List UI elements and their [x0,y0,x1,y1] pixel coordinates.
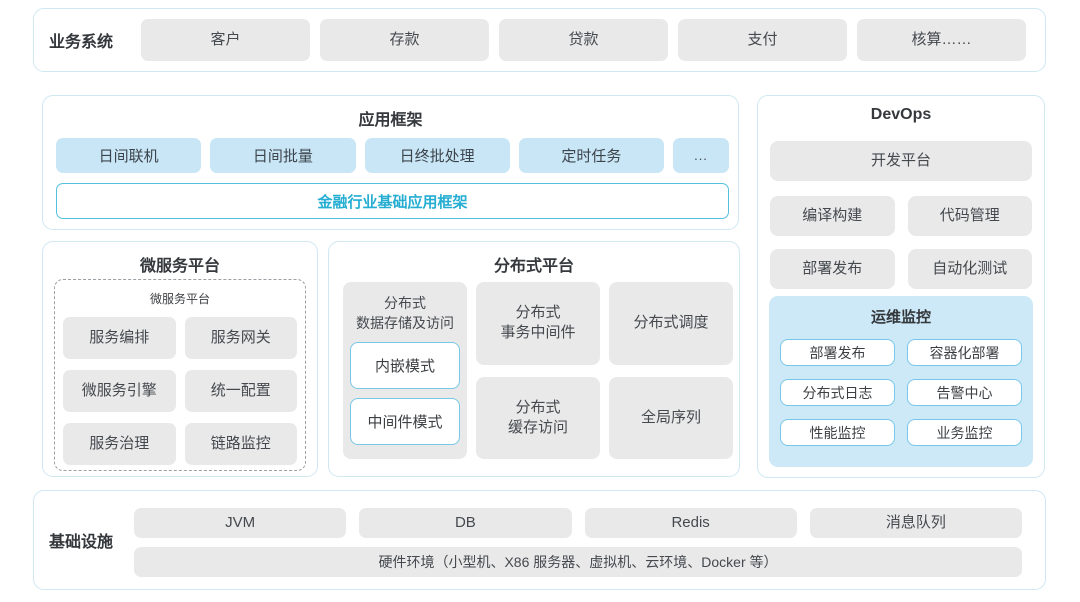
block-service-orchestration: 服务编排 [63,317,176,359]
ops-monitoring-grid: 部署发布 容器化部署 分布式日志 告警中心 性能监控 业务监控 [780,339,1022,446]
app-framework-row: 日间联机 日间批量 日终批处理 定时任务 ... [56,138,729,173]
block-service-gateway: 服务网关 [184,317,297,359]
block-deploy-release: 部署发布 [770,249,895,289]
infrastructure-row: JVM DB Redis 消息队列 [134,508,1022,538]
infrastructure-panel: 基础设施 JVM DB Redis 消息队列 硬件环境（小型机、X86 服务器、… [33,490,1046,590]
hardware-environment-bar: 硬件环境（小型机、X86 服务器、虚拟机、云环境、Docker 等） [134,547,1022,577]
block-eod-batch: 日终批处理 [364,138,510,173]
app-framework-panel: 应用框架 日间联机 日间批量 日终批处理 定时任务 ... 金融行业基础应用框架 [42,95,739,230]
microservice-platform-title: 微服务平台 [139,258,220,275]
block-code-management: 代码管理 [907,196,1032,236]
business-systems-label: 业务系统 [49,34,114,51]
block-distributed-logs: 分布式日志 [780,379,895,406]
block-redis: Redis [584,508,797,538]
business-block-customer: 客户 [141,19,310,61]
distributed-platform-title: 分布式平台 [493,258,574,275]
devops-panel: DevOps 开发平台 编译构建 代码管理 部署发布 自动化测试 运维监控 部署… [757,95,1045,478]
infrastructure-label: 基础设施 [49,534,114,551]
block-containerized-deploy: 容器化部署 [907,339,1022,366]
block-distributed-scheduler: 分布式调度 [609,282,733,365]
block-db: DB [359,508,572,538]
block-microservice-engine: 微服务引擎 [63,370,176,412]
business-block-payment: 支付 [678,19,847,61]
distributed-transaction-label: 分布式 事务中间件 [500,304,576,342]
app-framework-title: 应用框架 [358,112,423,129]
devops-tools-grid: 编译构建 代码管理 部署发布 自动化测试 [770,196,1032,289]
block-jvm: JVM [134,508,347,538]
business-block-loan: 贷款 [499,19,668,61]
microservice-inner-title: 微服务平台 [149,292,210,306]
block-service-governance: 服务治理 [63,423,176,465]
business-systems-panel: 业务系统 客户 存款 贷款 支付 核算…… [33,8,1046,72]
block-scheduled-tasks: 定时任务 [518,138,664,173]
block-daytime-online: 日间联机 [56,138,202,173]
ops-monitoring-panel: 运维监控 部署发布 容器化部署 分布式日志 告警中心 性能监控 业务监控 [769,296,1033,467]
block-dev-platform: 开发平台 [770,141,1032,181]
block-compile-build: 编译构建 [770,196,895,236]
block-embedded-mode: 内嵌模式 [350,342,460,390]
block-distributed-transaction: 分布式 事务中间件 [476,282,600,365]
distributed-grid: 分布式 数据存储及访问 内嵌模式 中间件模式 分布式 事务中间件 分布式调度 分… [343,282,733,459]
block-distributed-cache: 分布式 缓存访问 [476,376,600,459]
block-business-monitoring: 业务监控 [907,419,1022,446]
microservice-grid: 服务编排 服务网关 微服务引擎 统一配置 服务治理 链路监控 [63,317,297,465]
business-block-deposit: 存款 [320,19,489,61]
block-daytime-batch: 日间批量 [210,138,356,173]
distributed-storage-label-line1: 分布式 [384,295,426,311]
distributed-cache-label: 分布式 缓存访问 [507,398,568,436]
devops-title: DevOps [870,106,932,123]
microservice-inner-box: 微服务平台 服务编排 服务网关 微服务引擎 统一配置 服务治理 链路监控 [54,279,306,471]
block-unified-config: 统一配置 [184,370,297,412]
distributed-storage-label-line2: 数据存储及访问 [356,314,454,331]
distributed-storage-label: 分布式 数据存储及访问 [350,294,460,333]
block-message-queue: 消息队列 [809,508,1022,538]
business-systems-row: 客户 存款 贷款 支付 核算…… [141,19,1026,61]
block-ellipsis: ... [673,138,729,173]
business-block-accounting: 核算…… [857,19,1026,61]
ops-monitoring-title: 运维监控 [870,309,931,326]
block-global-sequence: 全局序列 [609,376,733,459]
block-distributed-storage: 分布式 数据存储及访问 内嵌模式 中间件模式 [343,282,467,459]
block-performance-monitoring: 性能监控 [780,419,895,446]
block-alert-center: 告警中心 [907,379,1022,406]
block-middleware-mode: 中间件模式 [350,398,460,446]
block-automated-testing: 自动化测试 [907,249,1032,289]
block-trace-monitoring: 链路监控 [184,423,297,465]
finance-base-framework-bar: 金融行业基础应用框架 [56,183,729,219]
microservice-platform-panel: 微服务平台 微服务平台 服务编排 服务网关 微服务引擎 统一配置 服务治理 链路… [42,241,318,477]
distributed-platform-panel: 分布式平台 分布式 数据存储及访问 内嵌模式 中间件模式 分布式 事务中间件 分… [328,241,740,477]
block-monitor-deploy: 部署发布 [780,339,895,366]
